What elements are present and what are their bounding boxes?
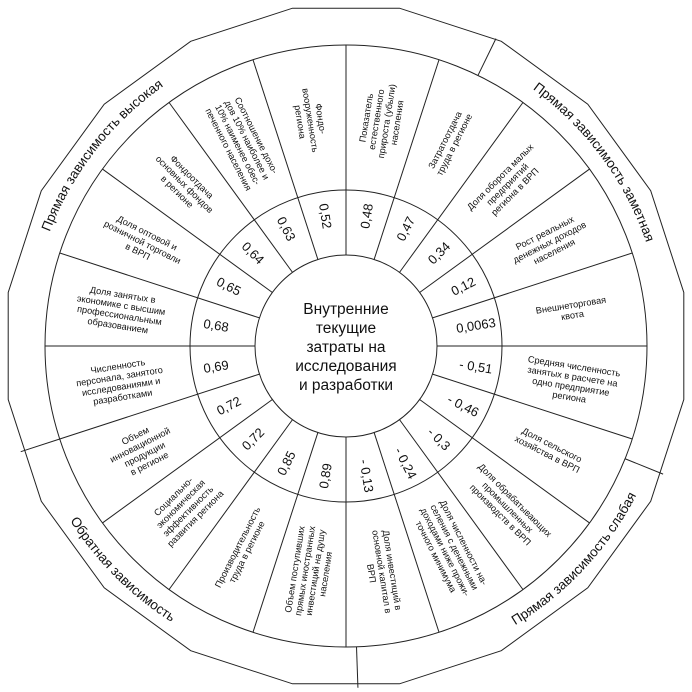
center-line-3: затраты на xyxy=(306,339,385,356)
wheel-structure xyxy=(7,7,685,688)
item-label: Доля численности на-селения с денежнымид… xyxy=(413,498,489,597)
group-label-text: Прямая зависимость заметная xyxy=(531,79,658,243)
item-value: 0,0063 xyxy=(455,315,497,336)
item-value: 0,64 xyxy=(239,239,268,268)
wheel-item: 0,63 Соотношение дохо-дов 10% наиболее и1… xyxy=(203,95,299,243)
sector-spoke xyxy=(59,252,260,319)
item-label-line: квота xyxy=(560,309,585,323)
sector-spoke xyxy=(59,373,260,440)
item-value: 0,68 xyxy=(202,316,229,335)
item-label: Соотношение дохо-дов 10% наиболее и10% н… xyxy=(203,95,280,192)
sector-spoke xyxy=(399,102,524,273)
sector-spoke xyxy=(168,419,293,590)
group-separator xyxy=(20,438,60,453)
sector-spoke xyxy=(252,59,319,260)
sector-spoke xyxy=(373,59,440,260)
group-label: Прямая зависимость высокая xyxy=(38,76,165,233)
sector-spoke xyxy=(432,252,633,319)
sector-spoke xyxy=(432,373,633,440)
item-value: 0,85 xyxy=(274,449,299,478)
group-separator xyxy=(356,646,359,688)
item-value: 0,65 xyxy=(214,274,243,299)
item-label: Доля обрабатывающихпромышленныхпроизводс… xyxy=(468,462,554,548)
item-value: 0,12 xyxy=(449,274,478,299)
sector-spoke xyxy=(399,419,524,590)
sector-spoke xyxy=(168,102,293,273)
item-value: 0,52 xyxy=(316,202,335,229)
item-value: 0,69 xyxy=(202,357,229,376)
item-value: 0,34 xyxy=(425,239,454,268)
item-value: - 0,3 xyxy=(424,424,453,453)
item-value: 0,48 xyxy=(357,202,376,229)
group-label: Прямая зависимость заметная xyxy=(531,79,658,243)
center-line-5: и разработки xyxy=(299,377,393,394)
group-label-text: Прямая зависимость высокая xyxy=(38,76,165,233)
group-separator xyxy=(477,38,497,76)
sector-spoke xyxy=(252,432,319,633)
center-line-1: Внутренние xyxy=(303,301,388,318)
group-separator xyxy=(624,458,664,475)
item-value: 0,72 xyxy=(239,425,268,454)
item-value: 0,47 xyxy=(393,214,418,243)
item-value: - 0,46 xyxy=(445,391,481,419)
item-value: 0,89 xyxy=(316,462,335,489)
item-value: - 0,24 xyxy=(391,445,419,481)
center-line-4: исследования xyxy=(295,358,396,375)
item-value: - 0,13 xyxy=(357,458,377,493)
sector-spoke xyxy=(102,168,273,293)
sector-spoke xyxy=(102,399,273,524)
item-label-line: Фондо- xyxy=(313,103,328,135)
sector-spoke xyxy=(419,168,590,293)
outer-polygon xyxy=(7,7,685,685)
item-value: 0,72 xyxy=(214,393,243,418)
item-label-line: ВРП xyxy=(365,563,378,583)
item-value: 0,63 xyxy=(274,214,299,243)
sector-spoke xyxy=(419,399,590,524)
item-label: Социально-экономическаяэффективностьразв… xyxy=(152,475,226,549)
sector-spoke xyxy=(373,432,440,633)
wheel-center: Внутренние текущие затраты на исследован… xyxy=(295,301,396,394)
item-value: - 0,51 xyxy=(458,357,493,377)
center-line-2: текущие xyxy=(316,320,376,337)
